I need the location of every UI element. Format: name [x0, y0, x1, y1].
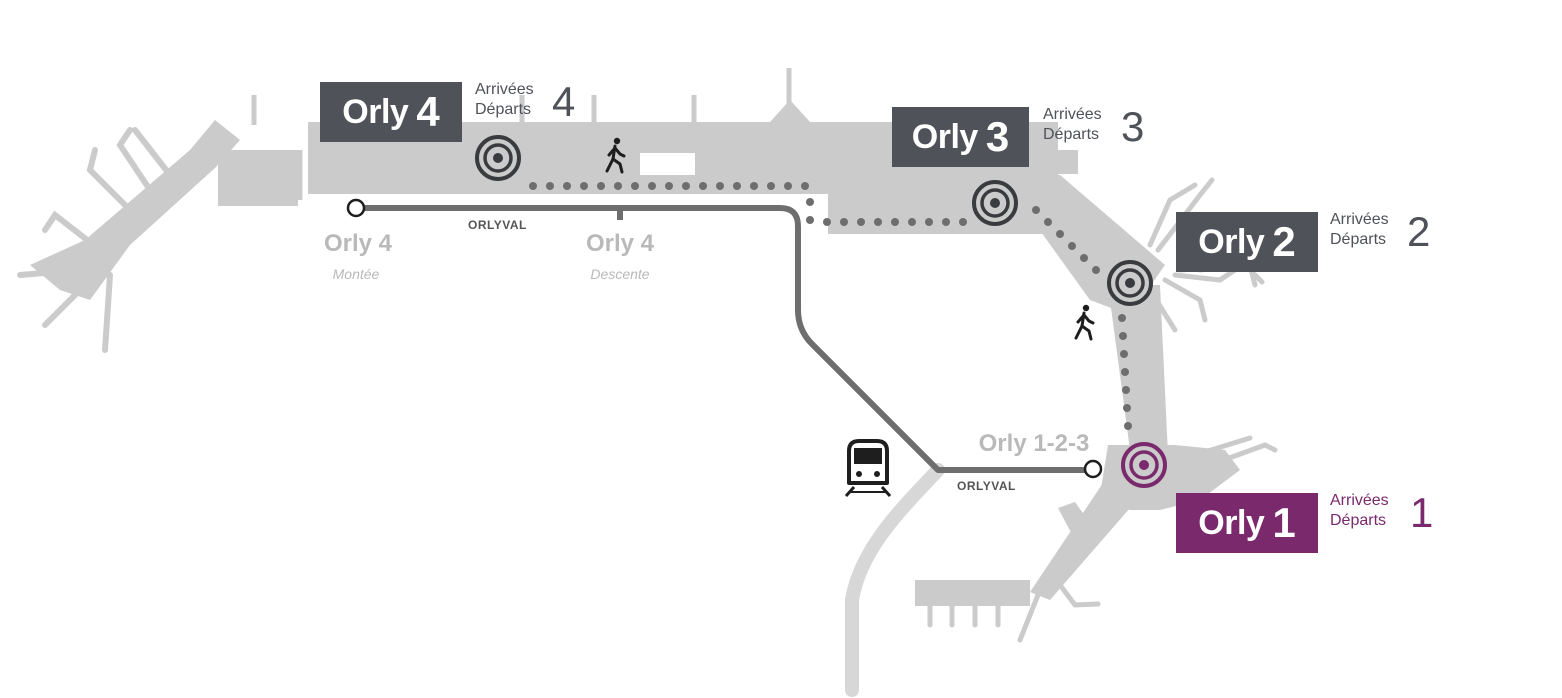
orly4-montee-station-marker [346, 198, 366, 218]
concentric-circle-target-icon [1107, 260, 1153, 306]
terminal-number: 2 [1272, 218, 1296, 265]
terminal-name: Orly [342, 92, 409, 131]
dots-orly2-to-orly1 [1118, 314, 1132, 430]
concentric-circle-target-icon [475, 135, 521, 181]
terminal-name: Orly [911, 117, 979, 156]
station-orly4-descente-sub: Descente [590, 266, 650, 282]
arrivals-label: Arrivées [475, 81, 534, 98]
orlyval-line-label: ORLYVAL [957, 479, 1016, 493]
central-tower [770, 100, 810, 175]
concentric-circle-target-icon [1121, 442, 1167, 488]
orly4-west-pier [30, 120, 240, 300]
concentric-circle-target-icon [972, 180, 1018, 226]
station-orly123-name: Orly 1-2-3 [978, 430, 1090, 457]
dots-orly4-row [529, 182, 809, 190]
arrivals-label: Arrivées [1043, 106, 1102, 123]
station-orly4-montee-name: Orly 4 [323, 230, 393, 257]
dots-orly3-to-orly2 [1032, 206, 1100, 274]
orly4-west-fingers [17, 127, 173, 353]
terminal-number: 1 [1272, 499, 1296, 546]
orlyval-line [353, 205, 1095, 473]
departures-label: Départs [1330, 231, 1387, 248]
orlyval-line-label: ORLYVAL [468, 218, 527, 232]
station-orly4-montee-sub: Montée [332, 266, 380, 282]
orlyval-track [353, 205, 1095, 473]
orly4-notch [640, 153, 695, 175]
orly3-to-orly2-wing [1000, 175, 1165, 315]
walking-routes [529, 182, 1132, 430]
terminal-big-number: 4 [552, 78, 576, 125]
departures-label: Départs [1043, 126, 1100, 143]
arrivals-label: Arrivées [1330, 211, 1389, 228]
departures-label: Départs [1330, 512, 1387, 529]
orly2-orly1-corridor [1108, 285, 1168, 465]
orly3-right-step [1058, 150, 1078, 174]
terminal-big-number: 1 [1410, 489, 1434, 536]
departures-label: Départs [475, 101, 532, 118]
terminal-buildings [17, 68, 1278, 697]
station-orly4-descente-name: Orly 4 [585, 230, 655, 257]
terminal-big-number: 3 [1121, 103, 1145, 150]
terminal-number: 3 [985, 113, 1010, 160]
orly4-top-posts [251, 68, 792, 200]
walking-person-icon [605, 137, 626, 174]
terminal-number: 4 [416, 88, 440, 135]
terminal-big-number: 2 [1407, 208, 1431, 255]
terminal-name: Orly [1198, 222, 1265, 261]
train-icon [844, 439, 892, 497]
orly1-bottom-bar [915, 580, 1030, 606]
arrivals-label: Arrivées [1330, 492, 1389, 509]
south-road [845, 463, 945, 697]
dots-orly3-row [806, 198, 967, 226]
orly1-south-pier [1030, 480, 1150, 600]
orly4-block-small [218, 150, 298, 206]
terminal-name: Orly [1198, 503, 1265, 542]
orly1-south-spur [1058, 502, 1095, 540]
walking-person-icon [1074, 304, 1095, 341]
orly1-fingers [927, 435, 1278, 643]
orly123-station-marker [1083, 459, 1103, 479]
